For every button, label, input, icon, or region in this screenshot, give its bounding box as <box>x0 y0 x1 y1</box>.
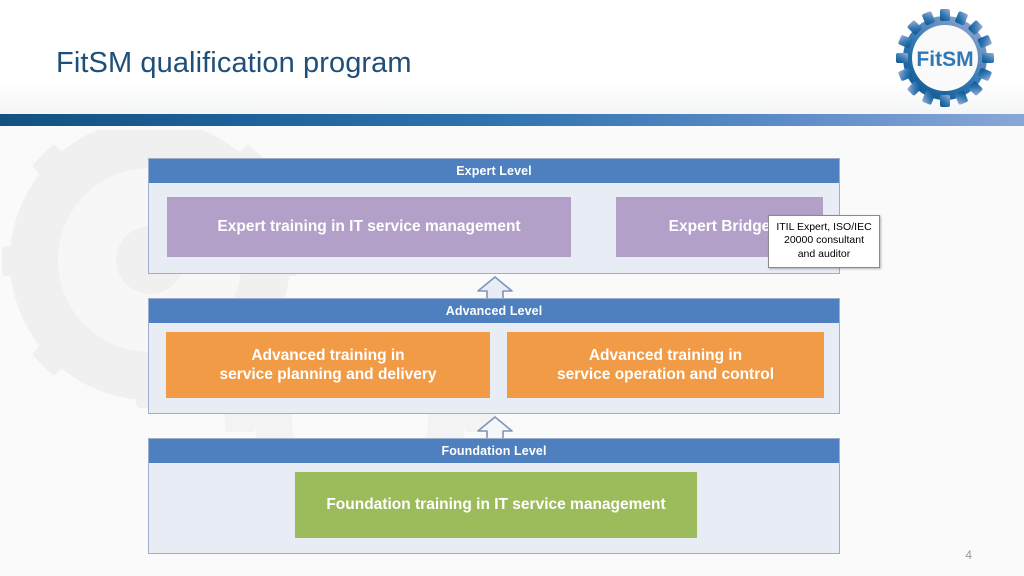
fitsm-gear-logo: FitSM <box>896 9 994 107</box>
page-title: FitSM qualification program <box>56 47 412 79</box>
level-header-expert: Expert Level <box>149 159 839 183</box>
advanced-operation-line-2: service operation and control <box>556 366 775 383</box>
advanced-operation-line-1: Advanced training in <box>588 346 743 364</box>
course-box-advanced-operation[interactable]: Advanced training in service operation a… <box>507 332 824 398</box>
level-header-advanced: Advanced Level <box>149 299 839 323</box>
qualification-program-diagram: Expert Level Expert training in IT servi… <box>148 158 880 554</box>
level-block-foundation: Foundation Level Foundation training in … <box>148 438 840 554</box>
level-block-advanced: Advanced Level Advanced training in serv… <box>148 298 840 414</box>
level-block-expert: Expert Level Expert training in IT servi… <box>148 158 880 274</box>
header-band <box>0 0 1024 114</box>
course-box-advanced-planning[interactable]: Advanced training in service planning an… <box>166 332 490 398</box>
callout-itil-expert: ITIL Expert, ISO/IEC 20000 consultant an… <box>768 215 880 269</box>
level-body-foundation: Foundation training in IT service manage… <box>149 463 839 553</box>
level-header-foundation: Foundation Level <box>149 439 839 463</box>
callout-line-1: ITIL Expert, ISO/IEC <box>776 221 872 233</box>
level-body-expert: Expert training in IT service management… <box>149 183 880 273</box>
header-accent-rule <box>0 114 1024 126</box>
course-box-foundation-training[interactable]: Foundation training in IT service manage… <box>295 472 697 538</box>
callout-line-3: and auditor <box>797 247 851 260</box>
course-box-expert-training[interactable]: Expert training in IT service management <box>167 197 571 257</box>
level-body-advanced: Advanced training in service planning an… <box>149 323 839 413</box>
advanced-planning-line-2: service planning and delivery <box>219 366 437 383</box>
callout-line-2: 20000 consultant <box>784 234 864 247</box>
page-number: 4 <box>965 548 972 562</box>
advanced-planning-line-1: Advanced training in <box>251 346 405 364</box>
fitsm-logo-text: FitSM <box>916 48 973 71</box>
